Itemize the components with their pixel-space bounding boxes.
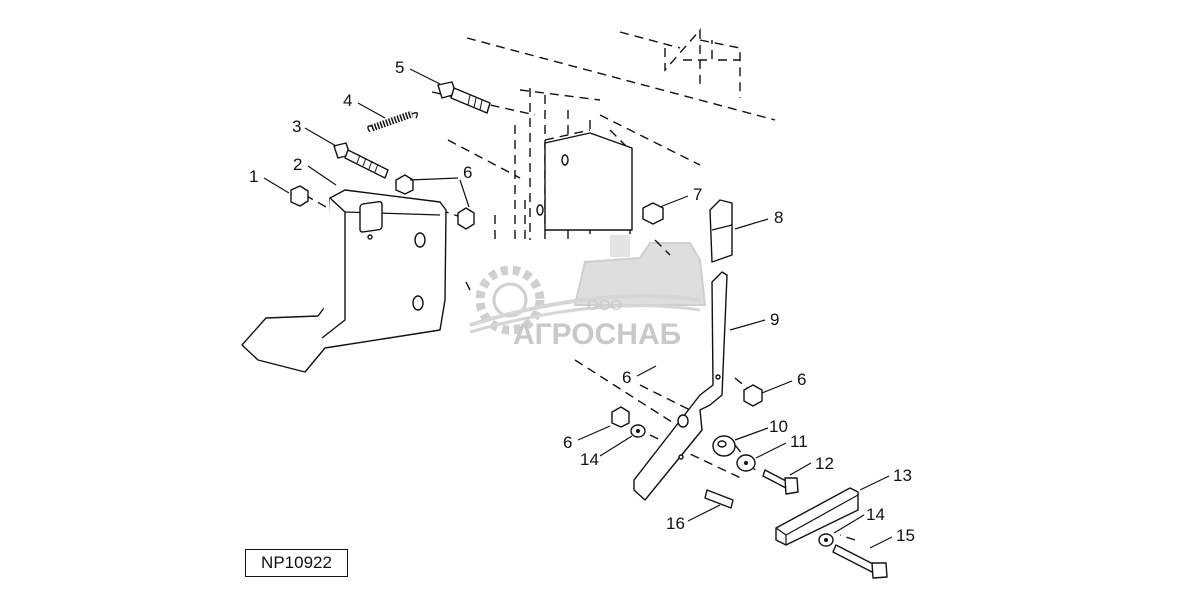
bolt-3	[333, 142, 389, 179]
spring-4	[367, 110, 419, 133]
harvester-logo-icon	[469, 235, 707, 334]
watermark-company: АГРОСНАБ	[513, 318, 681, 351]
nut-6-upper	[395, 174, 414, 195]
callout-9: 9	[770, 310, 779, 329]
callout-16: 16	[666, 514, 685, 533]
leader-lines	[263, 68, 893, 549]
callout-10: 10	[769, 417, 788, 436]
callout-7: 7	[693, 185, 702, 204]
callout-6-middle: 6	[622, 368, 631, 387]
callout-2: 2	[293, 155, 302, 174]
bolt-5	[437, 81, 491, 114]
shim-plate	[709, 199, 733, 263]
diagram-reference-code: NP10922	[245, 549, 348, 577]
callout-14-left: 14	[580, 450, 599, 469]
nut-6-lower-left	[611, 406, 630, 428]
gear-logo-icon	[475, 265, 545, 335]
bolt-15	[832, 544, 888, 579]
nut-6-right	[457, 207, 475, 230]
callout-8: 8	[774, 208, 783, 227]
nut-1	[290, 185, 309, 207]
pin-16	[704, 489, 734, 509]
callout-13: 13	[893, 466, 912, 485]
square-bar	[775, 487, 859, 546]
agrosnab-watermark: ООО АГРОСНАБ	[469, 235, 707, 351]
callout-labels: 1 2 3 4 5 6 7 8 9 6 6 6 14 10 11 12 13 1…	[249, 58, 915, 545]
callout-15: 15	[896, 526, 915, 545]
nut-7	[642, 202, 664, 225]
callout-11: 11	[790, 432, 808, 451]
callout-6-right: 6	[797, 370, 806, 389]
callout-6-left: 6	[563, 433, 572, 452]
callout-3: 3	[292, 117, 301, 136]
callout-14-right: 14	[866, 505, 885, 524]
angled-plate	[633, 271, 728, 501]
nut-6-lower-right	[743, 384, 763, 407]
callout-12: 12	[815, 454, 834, 473]
mounting-plates	[536, 132, 633, 231]
watermark-prefix: ООО	[587, 297, 622, 314]
callout-5: 5	[395, 58, 404, 77]
spacer-10	[712, 435, 736, 457]
callout-1: 1	[249, 167, 258, 186]
washer-11	[736, 454, 756, 472]
bolt-12	[762, 469, 799, 495]
washer-14-right	[818, 533, 834, 547]
callout-6-top: 6	[463, 163, 472, 182]
washer-14-left	[630, 424, 646, 438]
callout-4: 4	[343, 91, 352, 110]
bracket-plate	[241, 189, 447, 373]
